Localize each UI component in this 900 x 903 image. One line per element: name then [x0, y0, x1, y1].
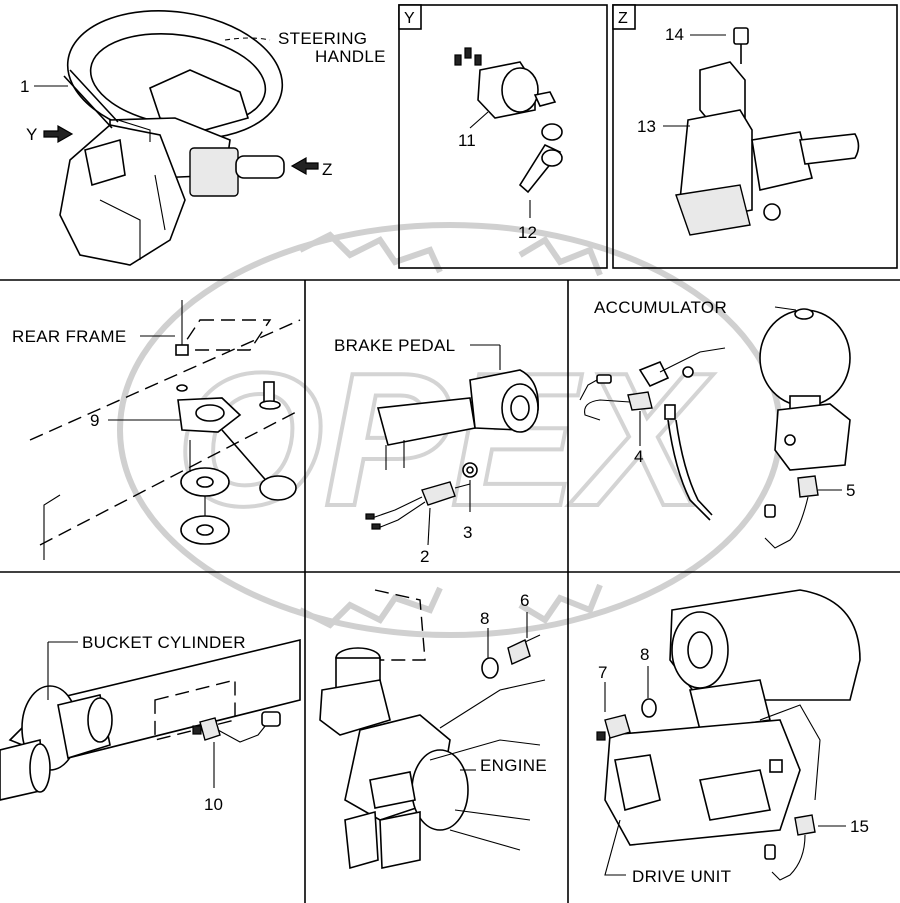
engine-callout-8: 8 — [480, 609, 489, 628]
callout-10: 10 — [204, 795, 223, 814]
bucket-cylinder-panel: BUCKET CYLINDER 10 — [0, 633, 301, 814]
view-y-box-letter: Y — [404, 10, 415, 27]
callout-9: 9 — [90, 411, 99, 430]
drive-unit-label: DRIVE UNIT — [632, 867, 731, 886]
callout-5: 5 — [846, 481, 855, 500]
view-z-panel: Z 14 13 — [612, 4, 860, 236]
callout-13: 13 — [637, 117, 656, 136]
steering-handle-label-line2: HANDLE — [315, 47, 386, 66]
engine-panel: 8 6 ENGINE — [319, 589, 547, 870]
panel-grid — [0, 4, 900, 903]
engine-drawing — [319, 589, 546, 870]
accumulator-panel: ACCUMULATOR 4 5 — [579, 298, 855, 549]
drive-unit-panel: 7 8 15 DRIVE UNIT — [596, 589, 869, 886]
callout-7: 7 — [598, 663, 607, 682]
callout-2: 2 — [420, 547, 429, 566]
brake-pedal-drawing — [365, 369, 539, 530]
bucket-cylinder-drawing — [0, 638, 301, 801]
view-z-marker: Z — [322, 160, 333, 179]
view-y-panel: Y 11 12 — [398, 4, 563, 242]
steering-wheel-drawing — [59, 10, 285, 266]
callout-11: 11 — [458, 131, 476, 150]
accumulator-label: ACCUMULATOR — [594, 298, 727, 317]
brake-pedal-label: BRAKE PEDAL — [334, 336, 455, 355]
rear-frame-drawing — [29, 300, 301, 560]
callout-14: 14 — [665, 25, 684, 44]
accumulator-drawing — [579, 308, 851, 549]
view-z-box-letter: Z — [618, 10, 628, 27]
combination-switch-drawing — [675, 27, 860, 236]
engine-label: ENGINE — [480, 756, 547, 775]
rear-frame-label: REAR FRAME — [12, 327, 126, 346]
view-z-arrow-icon — [290, 156, 319, 176]
callout-6: 6 — [520, 591, 529, 610]
callout-12: 12 — [518, 223, 537, 242]
drive-unit-callout-8: 8 — [640, 645, 649, 664]
brake-pedal-panel: BRAKE PEDAL 2 3 — [334, 336, 539, 566]
view-y-marker: Y — [26, 125, 38, 144]
steering-panel: STEERING HANDLE 1 Y Z — [20, 10, 386, 266]
callout-15: 15 — [850, 817, 869, 836]
callout-4: 4 — [634, 447, 643, 466]
bucket-cylinder-label: BUCKET CYLINDER — [82, 633, 246, 652]
key-switch-drawing — [454, 47, 563, 194]
callout-3: 3 — [463, 523, 472, 542]
rear-frame-panel: REAR FRAME 9 — [12, 300, 301, 560]
watermark: OPEX — [117, 222, 783, 638]
callout-1: 1 — [20, 77, 29, 96]
drive-unit-drawing — [596, 589, 861, 881]
watermark-text: OPEX — [176, 334, 714, 546]
view-y-arrow-icon — [43, 124, 74, 144]
steering-handle-label-line1: STEERING — [278, 29, 367, 48]
